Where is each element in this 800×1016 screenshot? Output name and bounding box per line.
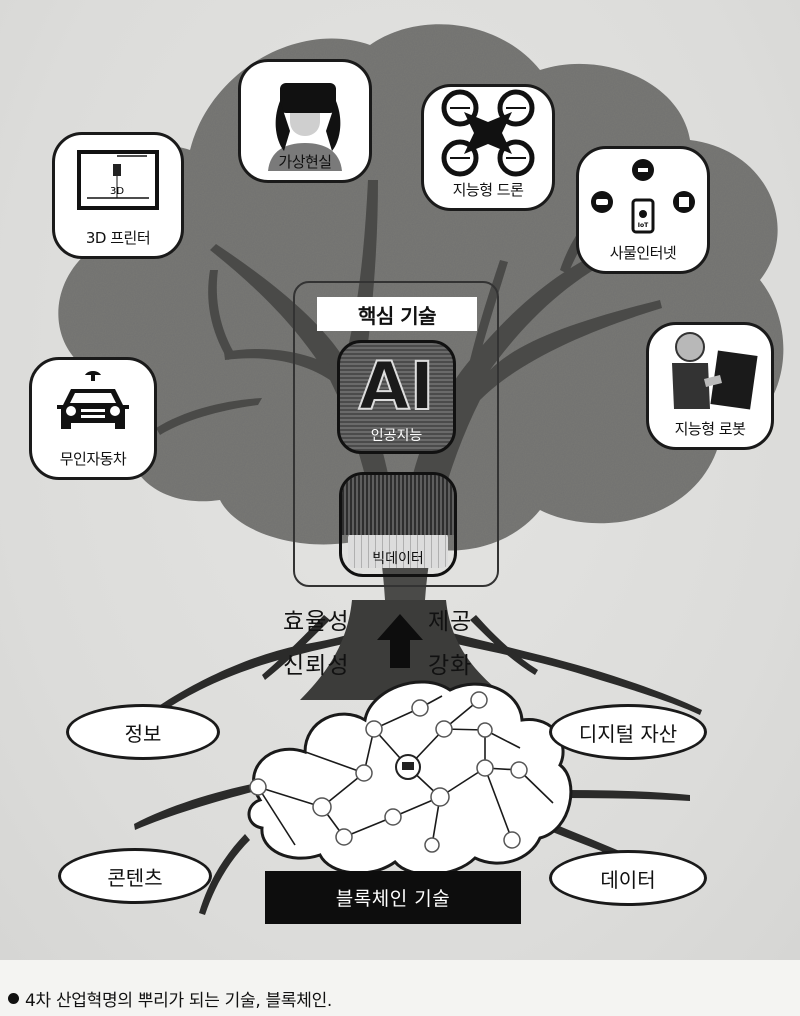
tech-label: 인공지능 — [370, 428, 423, 444]
core-technology-frame — [293, 281, 499, 587]
robot-icon — [649, 325, 771, 418]
roots — [128, 615, 702, 915]
app-label: 사물인터넷 — [609, 244, 677, 262]
app-card-3d-printer: 3D 3D 프린터 — [52, 132, 184, 259]
caption-band — [0, 960, 800, 1016]
trunk-word-provide: 제공 — [428, 609, 473, 635]
app-label: 무인자동차 — [59, 450, 127, 468]
trunk-word-efficiency: 효율성 — [283, 609, 350, 635]
root-node-data: 데이터 — [549, 850, 707, 906]
root-node-information: 정보 — [66, 704, 220, 760]
svg-text:IoT: IoT — [638, 222, 649, 229]
network-cloud — [247, 680, 573, 876]
branches — [156, 180, 662, 600]
app-label: 지능형 로봇 — [674, 420, 746, 438]
tech-label: 빅데이터 — [372, 551, 424, 567]
car-icon — [32, 360, 154, 448]
svg-text:3D: 3D — [110, 186, 124, 197]
core-technology-title: 핵심 기술 — [317, 297, 477, 331]
tech-tile-ai: AI 인공지능 — [337, 340, 456, 454]
iot-icon: IoT — [579, 149, 707, 242]
vr-headset-icon — [241, 62, 369, 180]
app-label: 가상현실 — [278, 153, 332, 171]
app-card-robot: 지능형 로봇 — [646, 322, 774, 450]
app-label: 3D 프린터 — [85, 229, 151, 247]
data-screen-icon — [342, 475, 454, 535]
root-node-contents: 콘텐츠 — [58, 848, 212, 904]
root-node-digital-assets: 디지털 자산 — [549, 704, 707, 760]
bullet-icon — [8, 993, 19, 1004]
tech-tile-big-data: 빅데이터 — [339, 472, 457, 577]
blockchain-technology-label: 블록체인 기술 — [265, 871, 521, 924]
app-label: 지능형 드론 — [452, 181, 524, 199]
keyboard-icon — [348, 532, 448, 568]
caption-text: 4차 산업혁명의 뿌리가 되는 기술, 블록체인. — [25, 991, 333, 1011]
app-card-drone: 지능형 드론 — [421, 84, 555, 211]
app-card-vr: 가상현실 — [238, 59, 372, 183]
3d-printer-icon: 3D — [55, 135, 181, 227]
figure-caption: 4차 산업혁명의 뿌리가 되는 기술, 블록체인. — [8, 986, 332, 1011]
up-arrow-icon — [377, 614, 423, 668]
trunk-word-reliability: 신뢰성 — [283, 653, 350, 679]
trunk-word-strengthen: 강화 — [428, 653, 473, 679]
ai-logo-icon: AI — [358, 348, 436, 425]
app-card-iot: IoT 사물인터넷 — [576, 146, 710, 274]
app-card-autonomous-car: 무인자동차 — [29, 357, 157, 480]
drone-icon — [424, 87, 552, 179]
